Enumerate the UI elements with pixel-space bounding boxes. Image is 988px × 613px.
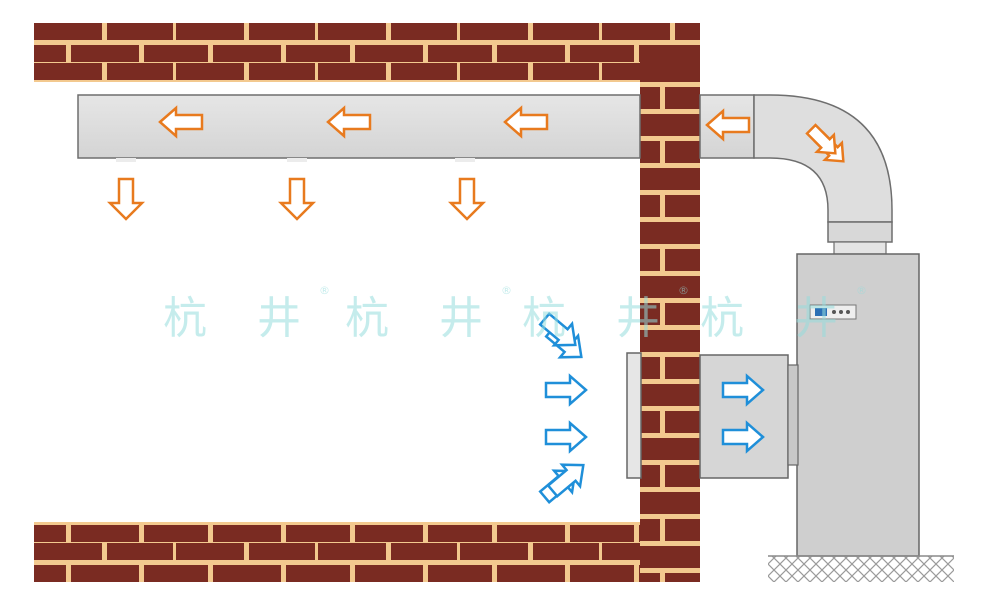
intake-arrows <box>538 312 765 504</box>
right-wall <box>640 60 700 582</box>
arrow-right-outline-icon <box>721 373 765 407</box>
arrow-right-outline-icon <box>544 420 588 454</box>
arrow-right-outline-icon <box>546 463 585 498</box>
duct-outlet <box>287 158 307 162</box>
elbow-arrows <box>805 123 845 163</box>
control-button <box>832 310 836 314</box>
control-button <box>846 310 850 314</box>
supply-arrows <box>158 105 751 142</box>
intake-frame <box>626 352 642 479</box>
duct-elbow <box>753 94 893 223</box>
arrow-right-outline-icon <box>538 312 577 347</box>
arrow-down-outline-icon <box>106 177 146 221</box>
elbow-neck <box>833 241 887 255</box>
duct-outlet <box>116 158 136 162</box>
arrow-down-outline-icon <box>277 177 317 221</box>
arrow-left-outline-icon <box>503 105 549 139</box>
top-wall <box>34 23 700 82</box>
arrow-left-outline-icon <box>326 105 372 139</box>
control-display <box>815 308 827 316</box>
main-unit <box>796 253 920 557</box>
intake-connector <box>787 364 799 466</box>
discharge-arrows <box>106 177 487 221</box>
arrow-right-outline-icon <box>721 420 765 454</box>
elbow-flange <box>827 221 893 243</box>
ground <box>768 556 954 582</box>
arrow-right-outline-icon <box>544 373 588 407</box>
intake-box <box>699 354 789 479</box>
arrow-curved-outline-icon <box>805 123 837 155</box>
arrow-down-outline-icon <box>447 177 487 221</box>
bottom-wall <box>34 522 700 582</box>
arrow-left-outline-icon <box>158 105 204 139</box>
duct-outlet <box>455 158 475 162</box>
arrow-left-outline-icon <box>705 108 751 142</box>
control-button <box>839 310 843 314</box>
